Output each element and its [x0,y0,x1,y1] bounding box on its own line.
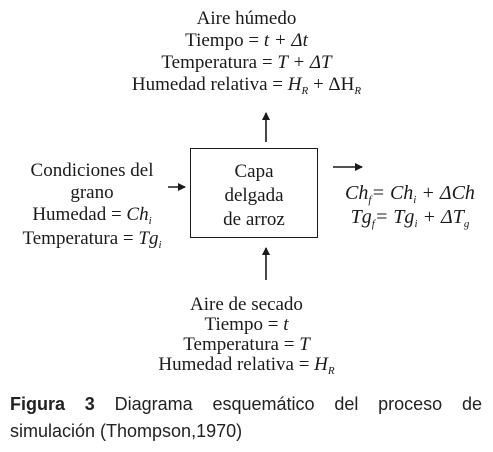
top-title: Aire húmedo [196,8,297,29]
figure-caption: Figura 3 Diagrama esquemático del proces… [10,391,482,445]
bottom-temperature: Temperatura = T [183,334,310,355]
left-grain: grano [70,182,114,203]
caption-text: Diagrama esquemático del proceso de simu… [10,394,483,441]
bottom-time: Tiempo = t [204,314,289,335]
left-grain-conditions: Condiciones del [30,160,154,181]
bottom-title: Aire de secado [190,294,303,315]
left-temperature: Temperatura = Tgi [22,228,162,251]
box-label-capa: Capa [234,161,274,182]
bottom-humidity: Humedad relativa = HR [158,354,335,377]
top-humidity: Humedad relativa = HR + ΔHR [131,74,362,97]
right-equation-moisture: Chf= Chi + ΔCh [345,182,475,206]
top-time: Tiempo = t + Δt [185,30,308,51]
process-box [190,148,318,238]
box-label-delgada: delgada [224,185,284,206]
right-equation-temperature: Tgf= Tgi + ΔTg [350,206,470,230]
left-humidity: Humedad = Chi [32,204,152,227]
box-label-arroz: de arroz [223,209,285,230]
top-temperature: Temperatura = T + ΔT [161,52,332,73]
figure-label: Figura 3 [10,394,95,414]
